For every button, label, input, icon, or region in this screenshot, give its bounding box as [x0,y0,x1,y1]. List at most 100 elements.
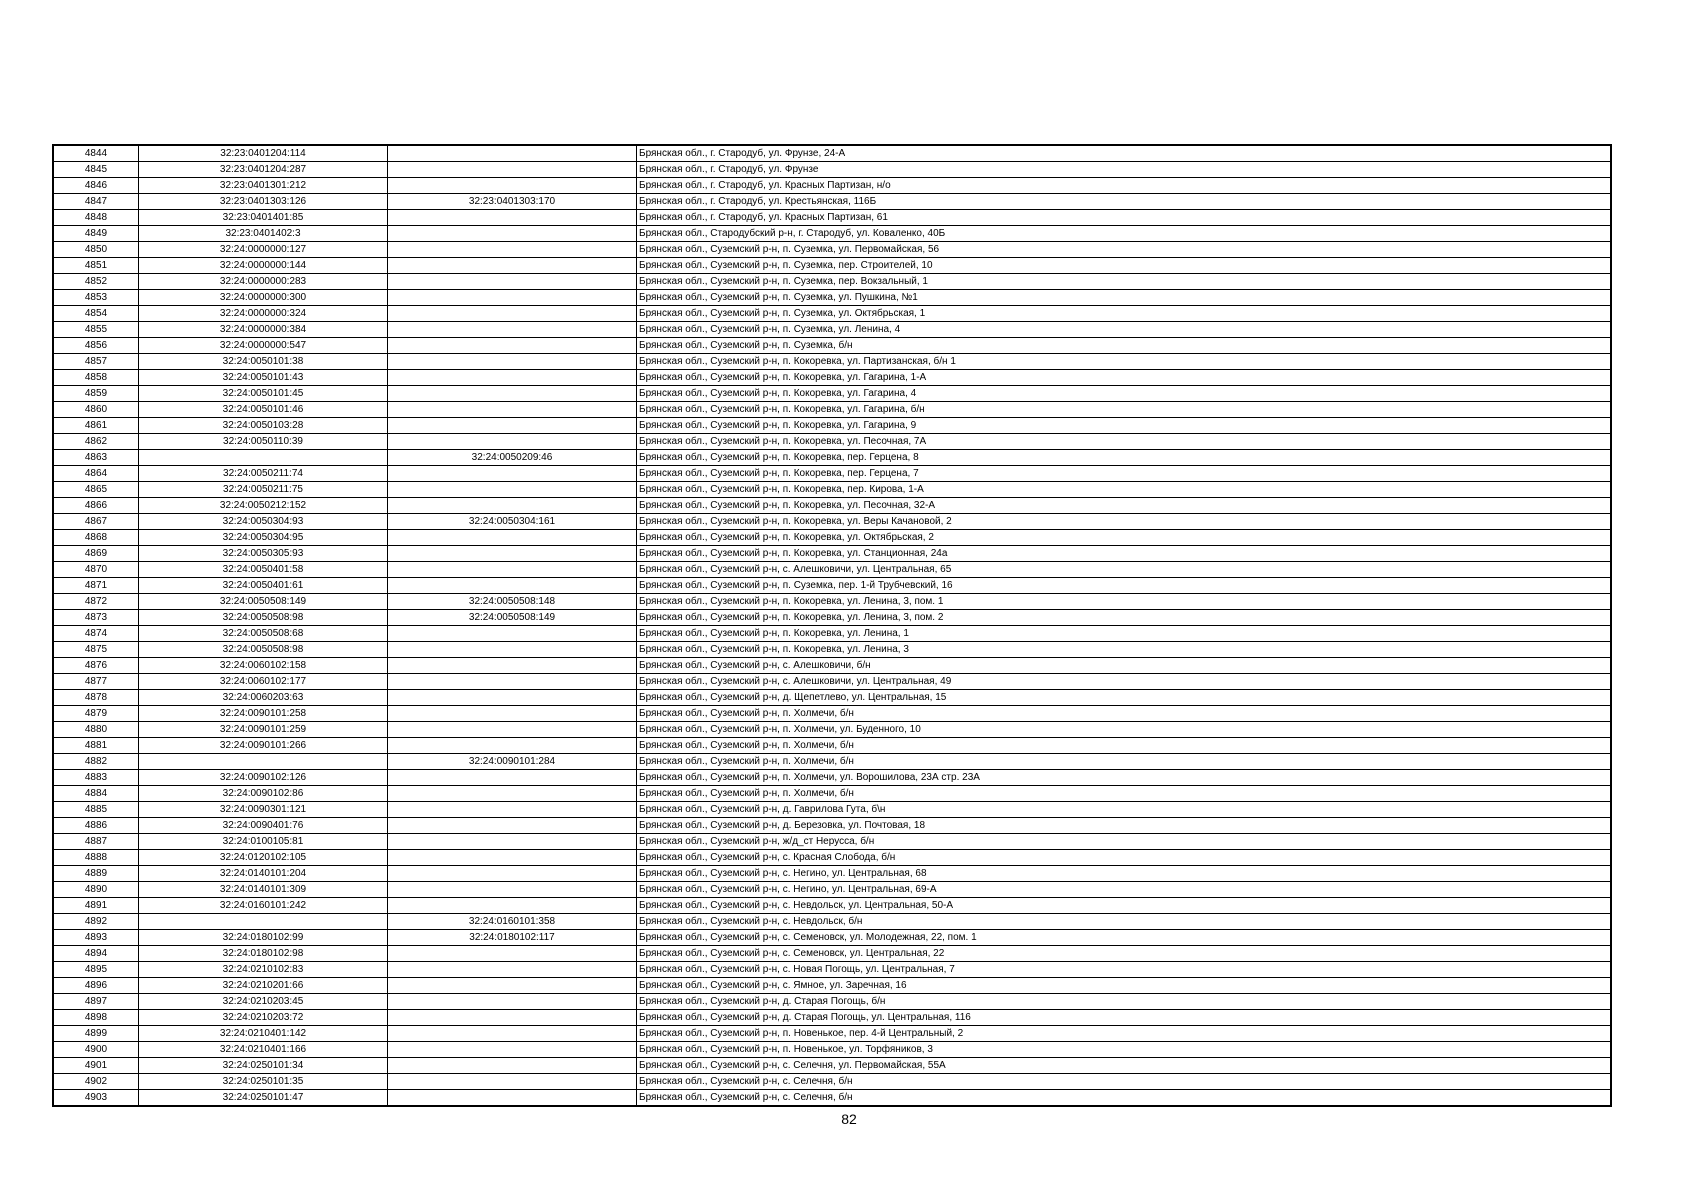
address-cell: Брянская обл., Суземский р-н, п. Новеньк… [636,1025,1612,1042]
address-cell: Брянская обл., Суземский р-н, п. Суземка… [636,257,1612,274]
address-cell: Брянская обл., Суземский р-н, п. Кокорев… [636,609,1612,626]
address-cell: Брянская обл., Суземский р-н, п. Новеньк… [636,1041,1612,1058]
related-cadastral-number-cell [387,849,637,866]
row-number-cell: 4892 [52,913,139,930]
address-cell: Брянская обл., Суземский р-н, п. Суземка… [636,577,1612,594]
related-cadastral-number-cell [387,417,637,434]
cadastral-number-cell: 32:24:0090102:86 [138,785,388,802]
related-cadastral-number-cell [387,209,637,226]
row-number-cell: 4893 [52,929,139,946]
cadastral-number-cell: 32:24:0050211:74 [138,465,388,482]
cadastral-number-cell: 32:24:0050508:98 [138,609,388,626]
related-cadastral-number-cell [387,1057,637,1074]
cadastral-number-cell: 32:23:0401301:212 [138,177,388,194]
cadastral-number-cell: 32:24:0120102:105 [138,849,388,866]
address-cell: Брянская обл., Суземский р-н, п. Кокорев… [636,641,1612,658]
row-number-cell: 4859 [52,385,139,402]
row-number-cell: 4878 [52,689,139,706]
address-cell: Брянская обл., Суземский р-н, д. Березов… [636,817,1612,834]
address-cell: Брянская обл., Суземский р-н, п. Кокорев… [636,369,1612,386]
row-number-cell: 4899 [52,1025,139,1042]
cadastral-number-cell: 32:24:0250101:35 [138,1073,388,1090]
cadastral-number-cell: 32:24:0060102:158 [138,657,388,674]
cadastral-number-cell: 32:23:0401401:85 [138,209,388,226]
related-cadastral-number-cell [387,545,637,562]
row-number-cell: 4866 [52,497,139,514]
cadastral-number-cell: 32:24:0180102:99 [138,929,388,946]
related-cadastral-number-cell [387,385,637,402]
row-number-cell: 4846 [52,177,139,194]
address-cell: Брянская обл., Суземский р-н, п. Кокорев… [636,625,1612,642]
address-cell: Брянская обл., Суземский р-н, д. Старая … [636,993,1612,1010]
row-number-cell: 4852 [52,273,139,290]
address-cell: Брянская обл., Суземский р-н, п. Кокорев… [636,545,1612,562]
related-cadastral-number-cell [387,705,637,722]
row-number-cell: 4867 [52,513,139,530]
cadastral-number-cell: 32:24:0050101:38 [138,353,388,370]
address-cell: Брянская обл., Суземский р-н, п. Суземка… [636,305,1612,322]
cadastral-number-cell: 32:24:0000000:127 [138,241,388,258]
related-cadastral-number-cell [387,993,637,1010]
related-cadastral-number-cell [387,289,637,306]
row-number-cell: 4902 [52,1073,139,1090]
related-cadastral-number-cell [387,897,637,914]
address-cell: Брянская обл., Суземский р-н, п. Кокорев… [636,481,1612,498]
related-cadastral-number-cell [387,225,637,242]
cadastral-number-cell: 32:24:0090101:258 [138,705,388,722]
cadastral-number-cell: 32:23:0401402:3 [138,225,388,242]
address-cell: Брянская обл., Суземский р-н, п. Суземка… [636,337,1612,354]
related-cadastral-number-cell [387,497,637,514]
row-number-cell: 4870 [52,561,139,578]
cadastral-number-cell: 32:24:0090301:121 [138,801,388,818]
cadastral-number-cell: 32:24:0050508:149 [138,593,388,610]
row-number-cell: 4850 [52,241,139,258]
row-number-cell: 4872 [52,593,139,610]
cadastral-number-cell: 32:24:0210203:45 [138,993,388,1010]
row-number-cell: 4856 [52,337,139,354]
address-cell: Брянская обл., Суземский р-н, п. Кокорев… [636,353,1612,370]
address-cell: Брянская обл., Суземский р-н, п. Холмечи… [636,737,1612,754]
address-cell: Брянская обл., Суземский р-н, с. Семенов… [636,929,1612,946]
related-cadastral-number-cell [387,657,637,674]
address-cell: Брянская обл., Суземский р-н, с. Невдоль… [636,897,1612,914]
related-cadastral-number-cell [387,721,637,738]
cadastral-number-cell: 32:24:0050508:98 [138,641,388,658]
related-cadastral-number-cell [387,1025,637,1042]
row-number-cell: 4889 [52,865,139,882]
row-number-cell: 4901 [52,1057,139,1074]
related-cadastral-number-cell [387,641,637,658]
row-number-cell: 4877 [52,673,139,690]
cadastral-number-cell: 32:24:0050304:93 [138,513,388,530]
address-cell: Брянская обл., Суземский р-н, с. Селечня… [636,1089,1612,1107]
related-cadastral-number-cell: 32:24:0050508:148 [387,593,637,610]
related-cadastral-number-cell [387,817,637,834]
row-number-cell: 4887 [52,833,139,850]
row-number-cell: 4869 [52,545,139,562]
related-cadastral-number-cell [387,177,637,194]
cadastral-number-cell: 32:24:0090401:76 [138,817,388,834]
address-cell: Брянская обл., Суземский р-н, п. Кокорев… [636,513,1612,530]
row-number-cell: 4881 [52,737,139,754]
cadastral-number-cell: 32:24:0250101:47 [138,1089,388,1107]
related-cadastral-number-cell [387,865,637,882]
